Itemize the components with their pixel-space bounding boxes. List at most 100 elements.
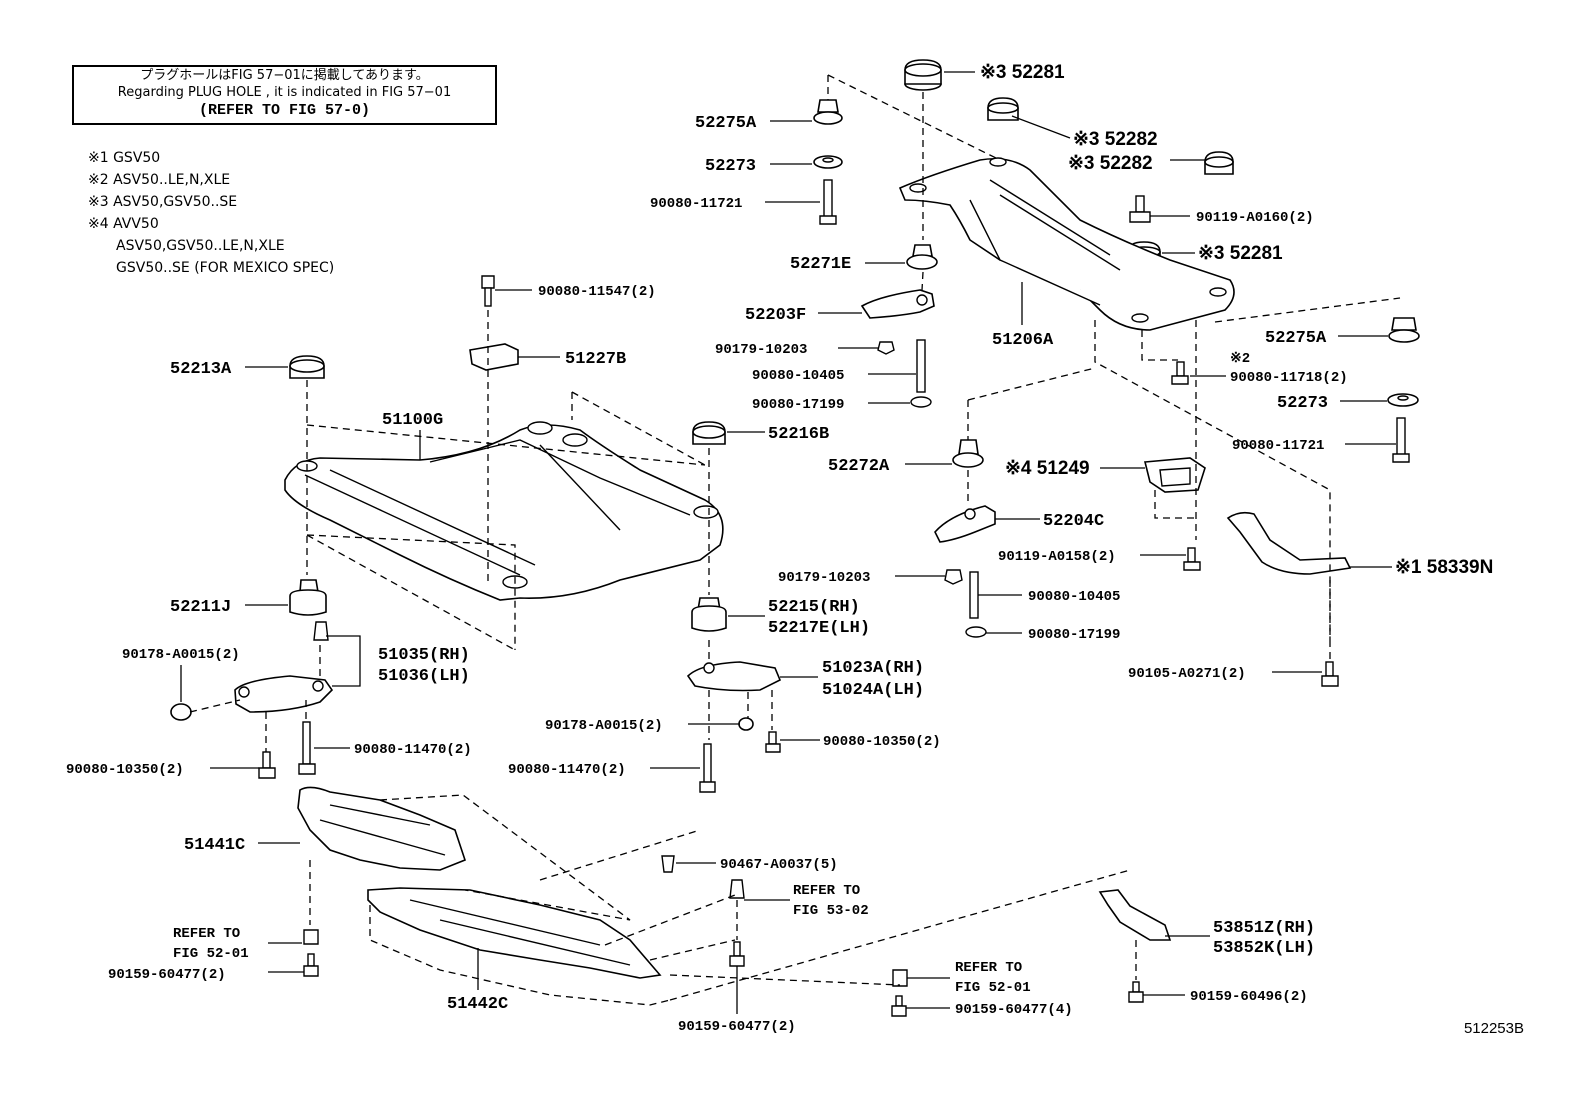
label-refer-to-52-left: REFER TO (173, 926, 240, 942)
clip-refer-53-02 (729, 879, 745, 899)
stud-90080-10405-b (969, 571, 979, 619)
bolt-90119-a0160 (1129, 195, 1151, 223)
nut-90179-10203-b (944, 569, 963, 585)
bracket-53851z-53852k (1098, 889, 1172, 941)
bracket-58339n (1226, 511, 1352, 575)
legend-item-1: ※1 GSV50 (88, 150, 161, 166)
label-fig-52-01-left: FIG 52-01 (173, 946, 249, 962)
label-53851z: 53851Z(RH) (1213, 919, 1315, 938)
label-90080-11721-right: 90080-11721 (1232, 438, 1324, 454)
label-58339n: ※1 58339N (1395, 557, 1493, 578)
label-51206a: 51206A (992, 331, 1054, 350)
label-52272a: 52272A (828, 457, 890, 476)
bracket-52204c (934, 505, 996, 543)
label-53852k: 53852K(LH) (1213, 939, 1315, 958)
legend-item-4-sub-2: GSV50..SE (FOR MEXICO SPEC) (116, 260, 335, 276)
assembly-dashed-lines (189, 74, 1401, 1006)
label-51023a: 51023A(RH) (822, 659, 924, 678)
label-90179-10203-b: 90179-10203 (778, 570, 870, 586)
cushion-52281-top (904, 59, 942, 91)
clip-refer-52-01-right (892, 969, 908, 987)
engine-undercover-51442c (367, 887, 662, 979)
nut-90080-17199-b (965, 626, 987, 638)
bracket-51023a-51024a (686, 661, 782, 692)
cushion-52216b (692, 421, 726, 445)
label-52215: 52215(RH) (768, 598, 860, 617)
cushion-52211j (289, 579, 327, 616)
bracket-51249 (1143, 457, 1206, 493)
bolt-90080-10350-right (765, 731, 781, 753)
bolt-90080-10350-left (258, 751, 276, 779)
bolt-90080-11718 (1171, 361, 1189, 385)
stopper-52275a-left (813, 99, 843, 125)
collar-90178-a0015-left (170, 703, 192, 721)
label-note-2: ※2 (1230, 351, 1250, 367)
label-52282-right: ※3 52282 (1068, 153, 1153, 174)
label-90080-11470-right: 90080-11470(2) (508, 762, 626, 778)
label-fig-52-01-right: FIG 52-01 (955, 980, 1031, 996)
bracket-52203f (860, 289, 935, 319)
stopper-52271e (906, 244, 938, 270)
plug-hole-note-box: プラグホールはFIG 57−01に掲載してあります。 Regarding PLU… (72, 65, 497, 125)
label-90080-17199-a: 90080-17199 (752, 397, 844, 413)
nut-90080-17199-a (910, 396, 932, 408)
label-52273-left: 52273 (705, 157, 756, 176)
cushion-52282-right (1204, 151, 1234, 175)
engine-undercover-51441c (297, 786, 466, 871)
legend-item-4: ※4 AVV50 (88, 216, 159, 232)
label-52203f: 52203F (745, 306, 806, 325)
bolt-90080-11470-right (699, 743, 716, 793)
label-90080-10405-a: 90080-10405 (752, 368, 844, 384)
label-52282-left: ※3 52282 (1073, 129, 1158, 150)
screw-90159-60477-left (303, 953, 319, 977)
label-52211j: 52211J (170, 598, 231, 617)
bolt-90080-11721-right (1392, 417, 1410, 463)
label-90178-a0015-left: 90178-A0015(2) (122, 647, 240, 663)
label-90159-60477-4: 90159-60477(4) (955, 1002, 1073, 1018)
label-52217e: 52217E(LH) (768, 619, 870, 638)
label-90080-17199-b: 90080-17199 (1028, 627, 1120, 643)
bracket-51035-51036 (234, 621, 334, 713)
label-90080-10350-right: 90080-10350(2) (823, 734, 941, 750)
label-fig-53-02: FIG 53-02 (793, 903, 869, 919)
label-refer-to-53: REFER TO (793, 883, 860, 899)
label-90179-10203-a: 90179-10203 (715, 342, 807, 358)
label-90080-10405-b: 90080-10405 (1028, 589, 1120, 605)
label-52213a: 52213A (170, 360, 232, 379)
screw-90159-60496 (1128, 981, 1144, 1003)
bolt-90119-a0158 (1183, 547, 1201, 571)
label-90159-60477-center: 90159-60477(2) (678, 1019, 796, 1035)
stud-90080-10405-a (916, 339, 926, 393)
label-90467-a0037: 90467-A0037(5) (720, 857, 838, 873)
part-labels: ※3 52281 ※3 52282 ※3 52282 90119-A0160(2… (66, 62, 1493, 1035)
label-90119-a0158: 90119-A0158(2) (998, 549, 1116, 565)
label-52275a-right: 52275A (1265, 329, 1327, 348)
bolt-90080-11547 (481, 275, 495, 307)
leader-lines (180, 71, 1396, 1014)
label-51035: 51035(RH) (378, 646, 470, 665)
label-90080-11547: 90080-11547(2) (538, 284, 656, 300)
legend-item-3: ※3 ASV50,GSV50..SE (88, 194, 238, 210)
cushion-52282-left (987, 97, 1019, 121)
washer-52273-right (1387, 393, 1419, 407)
label-90080-11718: 90080-11718(2) (1230, 370, 1348, 386)
label-51441c: 51441C (184, 836, 245, 855)
bolt-90105-a0271 (1321, 661, 1339, 687)
nut-90179-10203-a (877, 341, 895, 355)
screw-90159-60477-right (891, 995, 907, 1017)
label-51036: 51036(LH) (378, 667, 470, 686)
label-52204c: 52204C (1043, 512, 1104, 531)
label-51024a: 51024A(LH) (822, 681, 924, 700)
washer-52273-left (813, 155, 843, 169)
label-90178-a0015-right: 90178-A0015(2) (545, 718, 663, 734)
label-52273-right: 52273 (1277, 394, 1328, 413)
clip-90467-a0037 (661, 855, 675, 873)
legend-item-2: ※2 ASV50..LE,N,XLE (88, 172, 231, 188)
note-english: Regarding PLUG HOLE , it is indicated in… (117, 85, 452, 100)
note-japanese: プラグホールはFIG 57−01に掲載してあります。 (140, 68, 429, 83)
label-90080-11470-left: 90080-11470(2) (354, 742, 472, 758)
label-52275a-left: 52275A (695, 114, 757, 133)
label-52281-top: ※3 52281 (980, 62, 1065, 83)
bracket-51227b (469, 343, 519, 371)
